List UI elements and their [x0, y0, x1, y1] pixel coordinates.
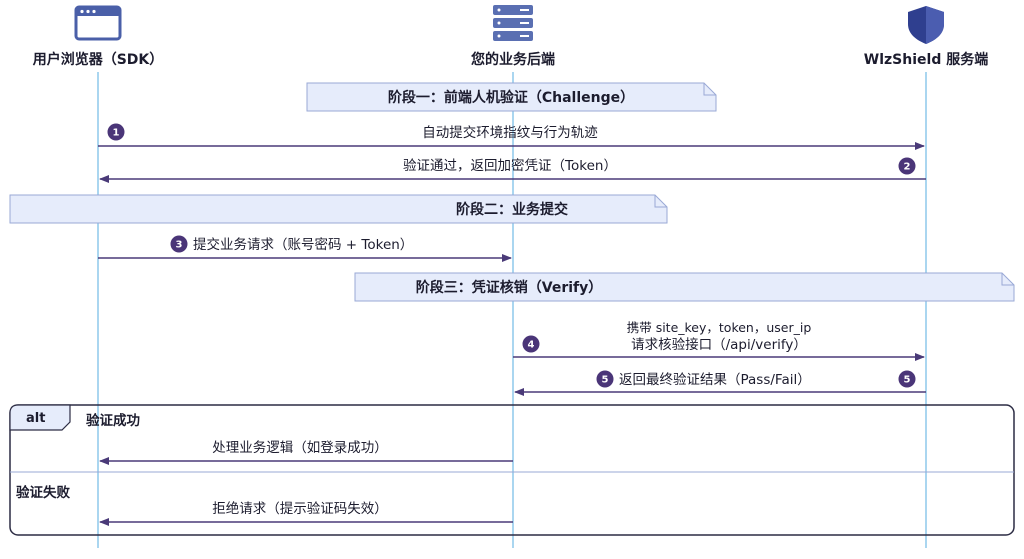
label-msg-7: 拒绝请求（提示验证码失效）: [212, 501, 388, 517]
badge-num-5-left: 5: [602, 375, 609, 386]
shield-icon: [908, 6, 944, 44]
actor-label-shield: WlzShield 服务端: [864, 51, 988, 68]
label-msg-5: 返回最终验证结果（Pass/Fail）: [619, 372, 811, 388]
server-stack-icon: [493, 5, 533, 41]
badge-msg-5-right: [898, 370, 916, 388]
label-msg-3: 提交业务请求（账号密码 + Token）: [193, 236, 413, 253]
note-msg-4: 携带 site_key，token，user_ip: [627, 320, 812, 335]
alt-tag: alt: [26, 411, 45, 426]
alt-fragment: alt 验证成功 验证失败: [9, 404, 1015, 536]
badge-msg-3: [170, 235, 188, 253]
badge-num-1: 1: [113, 128, 120, 139]
badge-msg-1: [107, 123, 125, 141]
badge-num-2: 2: [904, 162, 911, 173]
alt-condition-success: 验证成功: [86, 412, 140, 429]
phase-box-3: 阶段三：凭证核销（Verify）: [354, 272, 1015, 302]
phase-box-1: 阶段一：前端人机验证（Challenge）: [306, 82, 717, 112]
phase-label-1: 阶段一：前端人机验证（Challenge）: [388, 89, 634, 106]
badge-num-4: 4: [528, 340, 535, 351]
label-msg-1: 自动提交环境指纹与行为轨迹: [422, 124, 598, 141]
label-msg-6: 处理业务逻辑（如登录成功）: [212, 440, 388, 456]
badge-num-3: 3: [176, 240, 183, 251]
phase-box-2: 阶段二：业务提交: [9, 194, 668, 224]
badge-num-5-right: 5: [904, 375, 911, 386]
badge-msg-2: [898, 157, 916, 175]
actor-label-backend: 您的业务后端: [471, 51, 555, 68]
badge-msg-4: [522, 335, 540, 353]
actor-label-browser: 用户浏览器（SDK）: [33, 51, 164, 68]
label-msg-4: 请求核验接口（/api/verify）: [631, 336, 807, 353]
phase-label-3: 阶段三：凭证核销（Verify）: [416, 279, 602, 296]
alt-condition-failure: 验证失败: [16, 484, 70, 501]
badge-msg-5-left: [596, 370, 614, 388]
label-msg-2: 验证通过，返回加密凭证（Token）: [403, 157, 617, 174]
browser-window-icon: [74, 5, 122, 41]
phase-label-2: 阶段二：业务提交: [456, 201, 568, 218]
